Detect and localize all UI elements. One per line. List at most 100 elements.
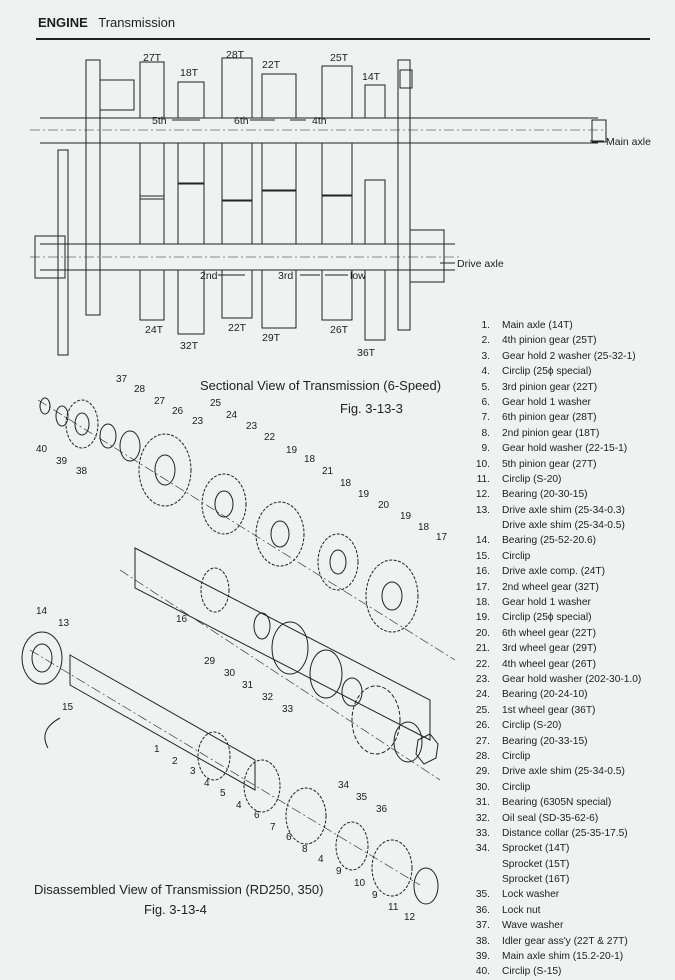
part-number: 37.: [475, 920, 490, 932]
callout-number: 17: [436, 532, 448, 543]
part-number: 24.: [475, 689, 490, 701]
circlip-40: [39, 397, 51, 415]
callout-number: 8: [302, 844, 308, 855]
callout-number: 28: [134, 384, 146, 395]
part-number: 26.: [475, 720, 490, 732]
part-number: 22.: [475, 658, 490, 670]
collar-33: [341, 677, 363, 707]
part-name: Oil seal (SD-35-62-6): [502, 812, 599, 824]
gear-2: [197, 731, 231, 781]
part-name: Gear hold 1 washer: [502, 396, 591, 408]
main-axle-axis: [29, 649, 421, 886]
drive-axle-label: Drive axle: [457, 258, 504, 270]
parts-list-item: 3.Gear hold 2 washer (25-32-1): [460, 349, 641, 364]
parts-list-item: 40.Circlip (S-15): [460, 964, 641, 979]
bearing-14: [21, 631, 63, 685]
parts-list-item: 5.3rd pinion gear (22T): [460, 380, 641, 395]
sectional-labels: 27T 18T 28T 22T 25T 14T 24T 32T 22T 29T …: [143, 49, 651, 359]
bearing-12: [413, 867, 439, 905]
part-name: Lock nut: [502, 904, 541, 916]
callout-number: 26: [172, 406, 184, 417]
parts-list-item: Sprocket (16T): [460, 872, 641, 887]
part-number: 35.: [475, 889, 490, 901]
part-number: 18.: [475, 597, 490, 609]
parts-list-item: 29.Drive axle shim (25-34-0.5): [460, 764, 641, 779]
teeth-label: 22T: [262, 59, 281, 71]
parts-list-item: 11.Circlip (S-20): [460, 472, 641, 487]
part-name: Gear hold washer (22-15-1): [502, 443, 628, 455]
parts-list-item: 7.6th pinion gear (28T): [460, 410, 641, 425]
callout-number: 40: [36, 444, 48, 455]
part-name: 4th pinion gear (25T): [502, 335, 597, 347]
section-name: ENGINE: [38, 15, 88, 30]
parts-list-item: 37.Wave washer: [460, 918, 641, 933]
gear-27t-top: [139, 61, 165, 119]
parts-list-item: 14.Bearing (25-52-20.6): [460, 533, 641, 548]
parts-list-item: 8.2nd pinion gear (18T): [460, 426, 641, 441]
part-name: Sprocket (15T): [502, 858, 570, 870]
callout-number: 25: [210, 398, 222, 409]
gear-26t-bottom: [321, 269, 353, 321]
parts-list-item: 28.Circlip: [460, 749, 641, 764]
sectional-caption: Sectional View of Transmission (6-Speed): [200, 378, 442, 393]
callout-number: 34: [338, 780, 350, 791]
part-number: [460, 518, 502, 533]
bearing-31: [271, 621, 309, 675]
teeth-label: 25T: [330, 52, 349, 64]
gear-28t-top: [221, 57, 253, 119]
callout-number: 35: [356, 792, 368, 803]
gear-14t-top: [364, 84, 386, 119]
speed-label-3rd: 3rd: [278, 270, 293, 282]
part-number: 23.: [475, 673, 490, 685]
callout-number: 38: [76, 466, 88, 477]
gear-32t-upper: [177, 183, 205, 245]
main-axle-seal: [399, 69, 413, 89]
parts-list-item: Drive axle shim (25-34-0.5): [460, 518, 641, 533]
part-name: Main axle (14T): [502, 320, 573, 331]
gear-32t-bottom: [177, 269, 205, 335]
parts-list-item: 39.Main axle shim (15.2-20-1): [460, 949, 641, 964]
callout-number: 27: [154, 396, 166, 407]
part-number: 8.: [481, 427, 491, 439]
callout-number: 5: [220, 788, 226, 799]
callout-number: 20: [378, 500, 390, 511]
part-number: 30.: [475, 781, 490, 793]
gear-8: [335, 821, 369, 871]
part-number: 19.: [475, 612, 490, 624]
callout-number: 31: [242, 680, 254, 691]
parts-list-item: 26.Circlip (S-20): [460, 718, 641, 733]
case-wall-left: [85, 59, 101, 316]
part-number: 21.: [475, 643, 490, 655]
teeth-label: 22T: [228, 322, 247, 334]
part-number: 38.: [475, 935, 490, 947]
parts-list-item: 24.Bearing (20-24-10): [460, 687, 641, 702]
part-name: Bearing (20-33-15): [502, 735, 588, 747]
gear-25t-bottom-mesh: [321, 142, 353, 196]
callout-number: 23: [246, 421, 258, 432]
part-name: Circlip: [502, 750, 531, 762]
gear-29t-upper: [261, 189, 297, 245]
gear-17-hub: [381, 581, 403, 611]
part-number: 32.: [475, 812, 490, 824]
lock-washer-35: [393, 721, 423, 763]
idler-shaft-axis: [37, 399, 456, 661]
gear-22-hub: [214, 490, 234, 518]
parts-list-item: 10.5th pinion gear (27T): [460, 457, 641, 472]
callout-number: 9: [336, 866, 342, 877]
parts-list-item: 35.Lock washer: [460, 887, 641, 902]
part-number: 27.: [475, 735, 490, 747]
part-number: 2.: [481, 335, 491, 347]
circlip-15: [44, 717, 61, 749]
callout-number: 12: [404, 912, 416, 923]
part-name: Bearing (6305N special): [502, 797, 612, 809]
drive-bearing-right: [409, 229, 445, 283]
disassembled-callouts: 40 39 38 37 28 27 26 25 24 23 23 22 19 1…: [36, 374, 448, 923]
callout-number: 21: [322, 466, 334, 477]
part-number: 12.: [475, 489, 490, 501]
part-name: Drive axle comp. (24T): [502, 566, 606, 578]
part-number: 34.: [475, 843, 490, 855]
drawing-canvas: 27T 18T 28T 22T 25T 14T 24T 32T 22T 29T …: [21, 49, 651, 923]
callout-number: 6: [286, 832, 292, 843]
callout-number: 22: [264, 432, 276, 443]
callout-number: 7: [270, 822, 276, 833]
